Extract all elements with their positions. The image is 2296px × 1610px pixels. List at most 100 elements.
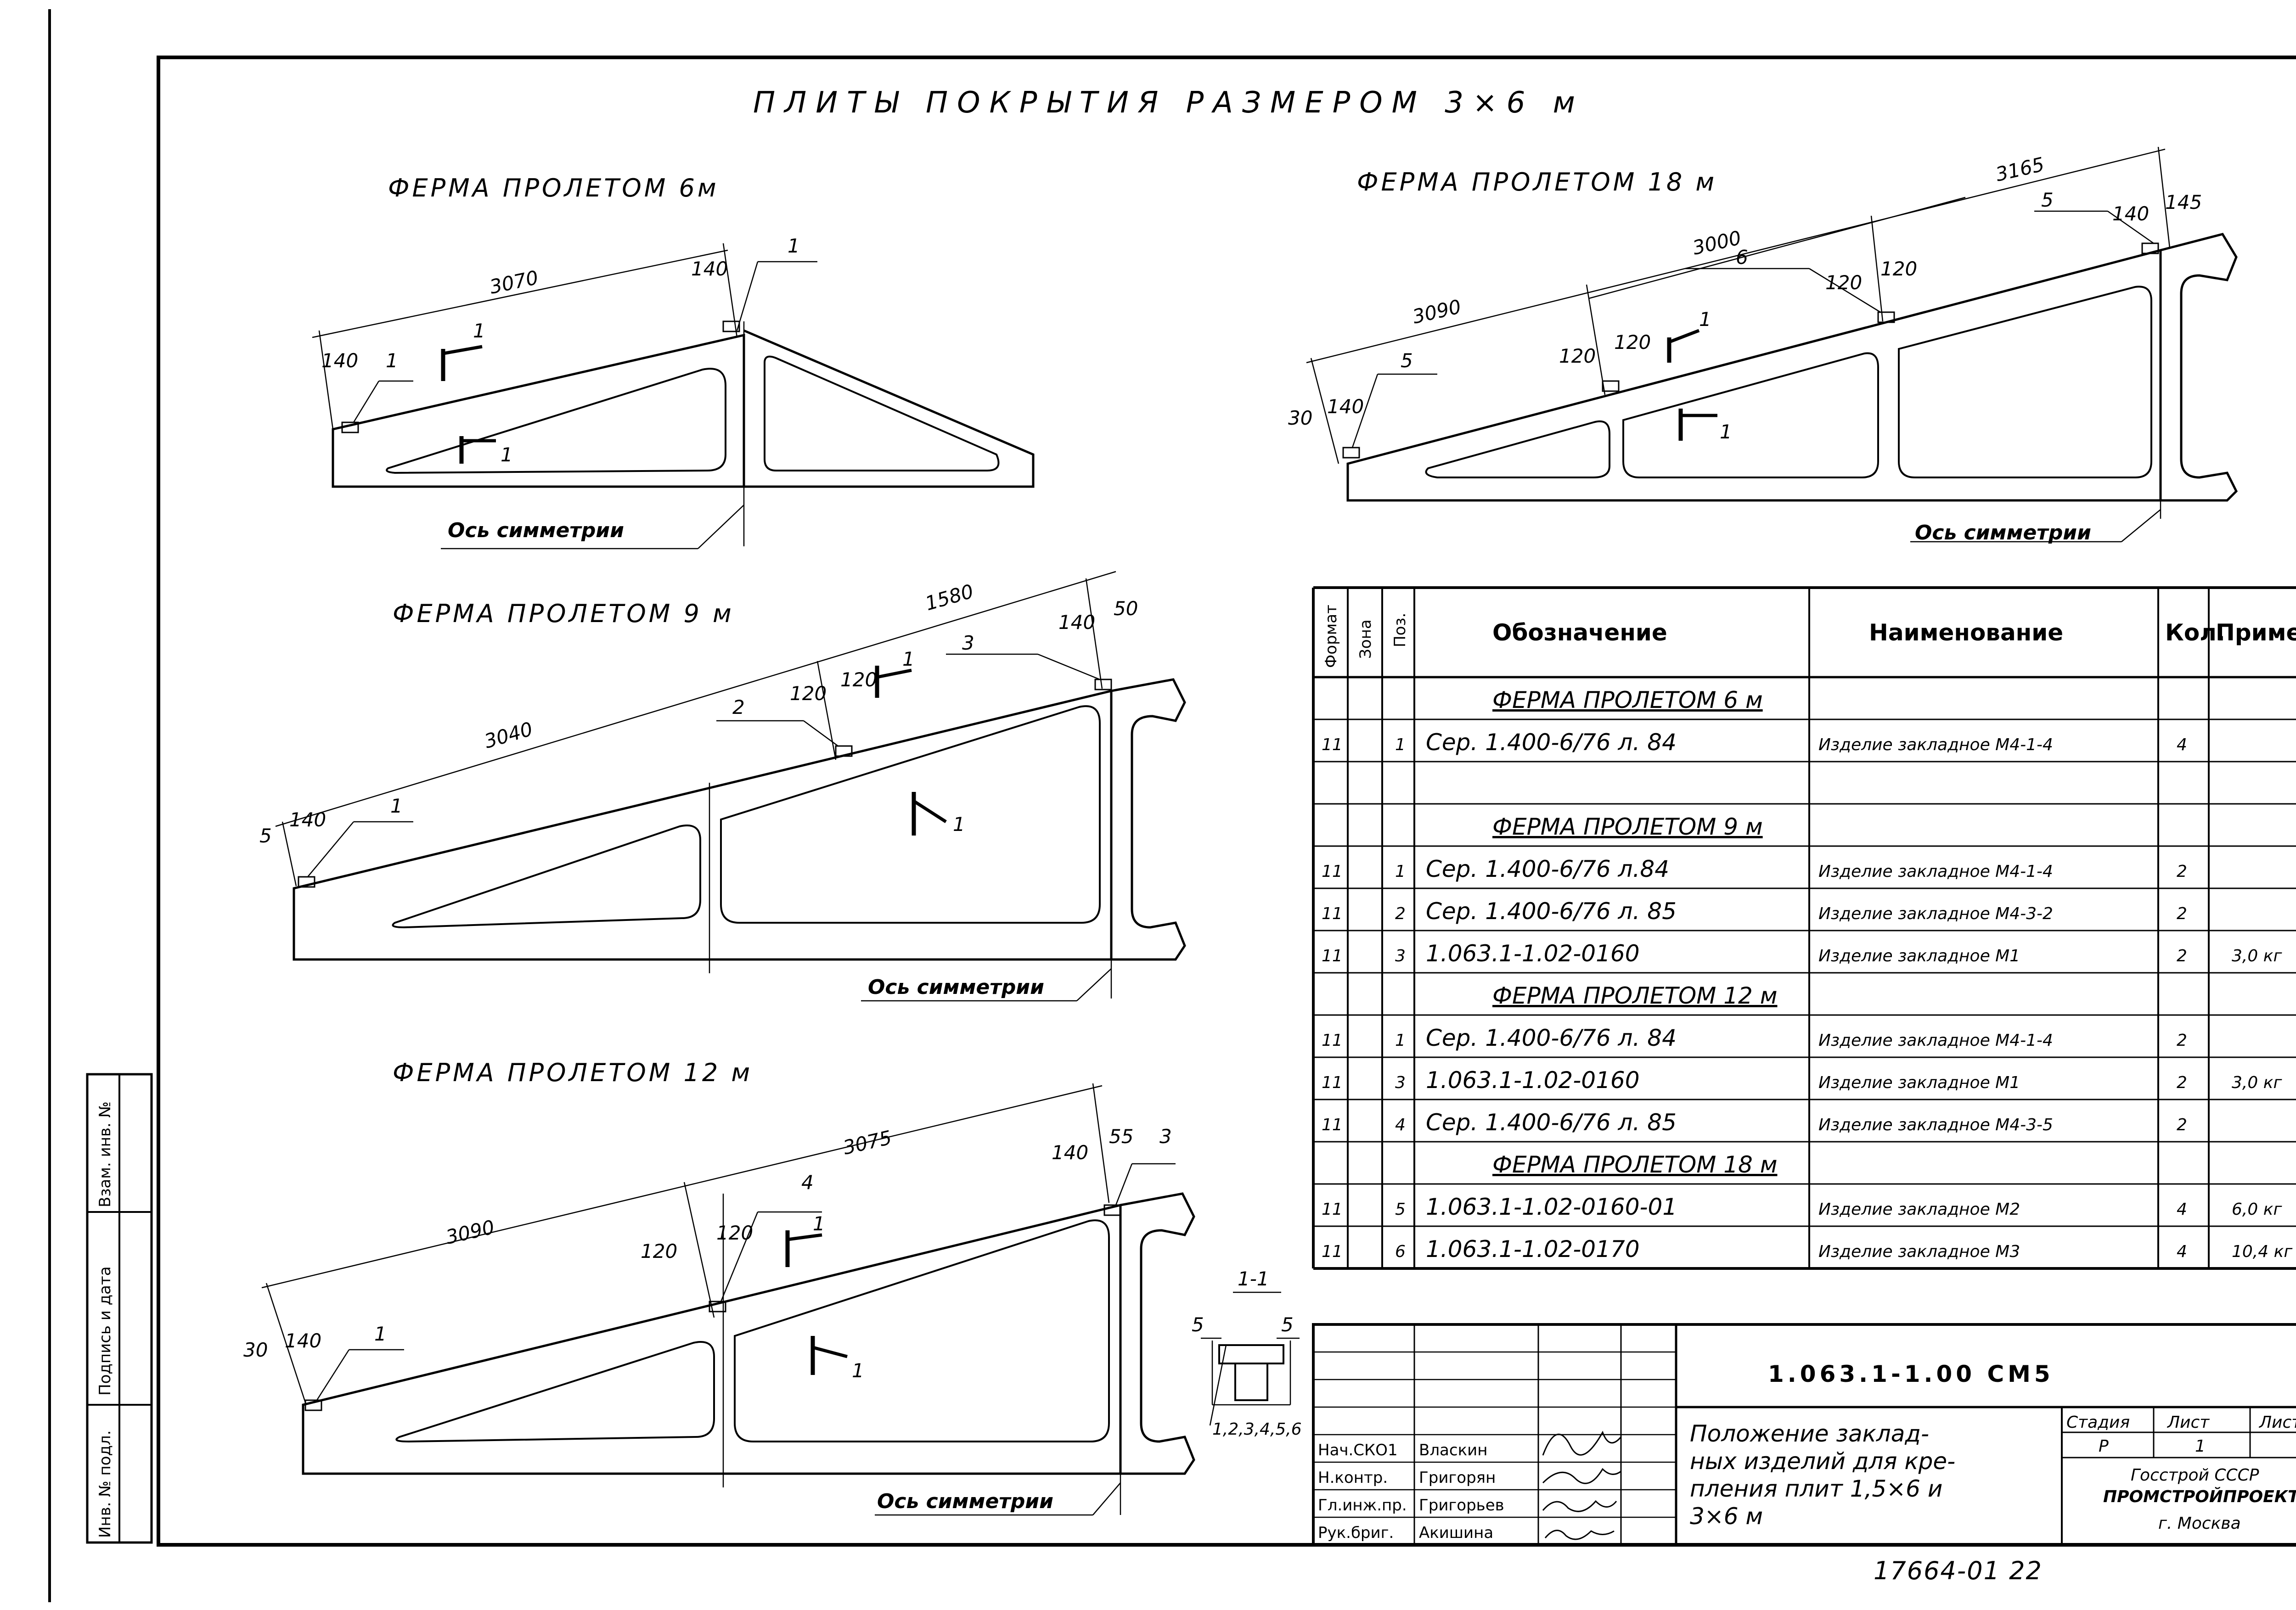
spec-cell-name: Изделие закладное М4-1-4 (1818, 1031, 2053, 1050)
truss-18m-dim-30: 30 (1288, 407, 1312, 429)
truss-9m-dim-1580: 1580 (923, 580, 976, 615)
truss-18m-dim-3090: 3090 (1410, 295, 1463, 328)
truss-6m-opening-1 (386, 368, 726, 474)
spec-group-title: ФЕРМА ПРОЛЕТОМ 6 м (1492, 687, 1763, 713)
truss-18m-opening-1 (1425, 420, 1610, 478)
truss-18m-opening-3 (1898, 286, 2152, 478)
truss-9m-dim-140l: 140 (289, 808, 326, 831)
stage-value: Р (2099, 1437, 2109, 1456)
truss-12m-dim-120a: 120 (641, 1240, 677, 1262)
spec-cell-name: Изделие закладное М4-1-4 (1818, 862, 2053, 881)
spec-cell-format: 11 (1322, 1031, 1343, 1050)
spec-cell-designation: 1.063.1-1.02-0160 (1426, 1067, 1640, 1094)
spec-cell-designation: 1.063.1-1.02-0170 (1426, 1236, 1640, 1262)
spec-cell-name: Изделие закладное М2 (1818, 1200, 2020, 1219)
footer-note: 17664-01 22 (1874, 1556, 2043, 1585)
sign-name-4: Акишина (1419, 1524, 1493, 1542)
spec-cell-note: 10,4 кг (2232, 1242, 2293, 1261)
stage-header: Стадия (2066, 1413, 2130, 1432)
spec-cell-pos: 5 (1395, 1200, 1406, 1219)
truss-12m-outline (302, 1203, 1122, 1475)
truss-9m-ridge (1111, 678, 1186, 961)
truss-9m: ФЕРМА ПРОЛЕТОМ 9 м Ось симметрии 1580 30… (259, 571, 1186, 1002)
sheet-value: 1 (2195, 1437, 2206, 1456)
spec-cell-format: 11 (1322, 904, 1343, 923)
truss-12m-opening-1 (395, 1341, 715, 1443)
spec-cell-designation: 1.063.1-1.02-0160 (1426, 940, 1640, 967)
spec-cell-qty: 2 (2177, 1116, 2187, 1134)
spec-cell-pos: 2 (1395, 904, 1406, 923)
spec-header-qty: Кол. (2165, 619, 2225, 646)
spec-cell-qty: 2 (2177, 947, 2187, 965)
spec-cell-designation: Сер. 1.400-6/76 л. 84 (1426, 1025, 1677, 1051)
spec-cell-qty: 2 (2177, 1073, 2187, 1092)
truss-18m-dim-120d: 120 (1880, 258, 1917, 280)
embedded-item-marker (1094, 679, 1112, 690)
spec-cell-format: 11 (1322, 1116, 1343, 1134)
sign-role-1: Нач.СКО1 (1318, 1441, 1398, 1459)
embedded-item-marker (304, 1399, 322, 1411)
truss-9m-opening-2 (720, 705, 1101, 924)
truss-9m-axis-label: Ось симметрии (868, 976, 1044, 999)
sign-role-2: Н.контр. (1318, 1469, 1388, 1487)
spec-cell-name: Изделие закладное М4-3-2 (1818, 904, 2053, 923)
truss-6m-pos-l: 1 (386, 349, 398, 372)
spec-cell-format: 11 (1322, 1200, 1343, 1219)
spec-group-title: ФЕРМА ПРОЛЕТОМ 18 м (1492, 1151, 1777, 1178)
sign-name-1: Власкин (1419, 1441, 1487, 1459)
spec-header-designation: Обозначение (1492, 619, 1667, 646)
spec-cell-name: Изделие закладное М1 (1818, 1073, 2020, 1092)
truss-18m-section-a: 1 (1699, 308, 1711, 331)
truss-18m-dim-140l: 140 (1327, 395, 1364, 418)
embedded-item-marker (1103, 1204, 1121, 1216)
sheet-header: Лист (2167, 1413, 2210, 1432)
spec-cell-pos: 4 (1395, 1116, 1406, 1134)
spec-cell-designation: Сер. 1.400-6/76 л. 85 (1426, 1109, 1677, 1136)
spec-cell-note: 3,0 кг (2232, 947, 2282, 965)
truss-6m-pos-r: 1 (788, 235, 800, 257)
truss-9m-section-a: 1 (902, 648, 915, 670)
embedded-item-marker (1342, 447, 1360, 459)
truss-6m-axis-label: Ось симметрии (448, 519, 624, 542)
truss-9m-pos-1: 1 (390, 795, 403, 817)
doc-title-2: ных изделий для кре- (1690, 1448, 1955, 1475)
truss-9m-dim-120a: 120 (790, 682, 827, 705)
org-line-1: Госстрой СССР (2131, 1466, 2259, 1485)
truss-12m-dim-140r: 140 (1052, 1141, 1088, 1164)
truss-12m-dim-120b: 120 (716, 1222, 753, 1244)
embedded-item-marker (722, 320, 740, 332)
truss-12m-opening-2 (734, 1219, 1110, 1442)
side-stamp: Инв. № подл. Подпись и дата Взам. инв. № (96, 1101, 114, 1538)
embedded-item-marker (1602, 380, 1620, 392)
spec-cell-qty: 2 (2177, 862, 2187, 881)
spec-cell-name: Изделие закладное М4-3-5 (1818, 1116, 2053, 1134)
truss-6m-label: ФЕРМА ПРОЛЕТОМ 6м (388, 174, 719, 202)
spec-cell-designation: Сер. 1.400-6/76 л. 85 (1426, 898, 1677, 925)
truss-9m-dim-5: 5 (259, 825, 272, 847)
spec-cell-format: 11 (1322, 862, 1343, 881)
org-line-2: ПРОМСТРОЙПРОЕКТ (2103, 1487, 2296, 1506)
section-label: 1-1 (1238, 1268, 1269, 1290)
truss-12m-dim-3075: 3075 (841, 1126, 894, 1159)
truss-18m-dim-120b: 120 (1614, 331, 1651, 353)
truss-12m-dim-140l: 140 (285, 1330, 321, 1352)
spec-cell-pos: 3 (1395, 1073, 1406, 1092)
truss-18m-pos-5l: 5 (1401, 349, 1413, 372)
embedded-item-marker (835, 745, 853, 757)
spec-group-title: ФЕРМА ПРОЛЕТОМ 12 м (1492, 982, 1777, 1009)
section-dim-left: 5 (1192, 1313, 1204, 1336)
spec-cell-pos: 1 (1395, 735, 1406, 754)
truss-12m-dim-55: 55 (1109, 1125, 1133, 1148)
sign-role-3: Гл.инж.пр. (1318, 1496, 1407, 1515)
truss-9m-dim-120b: 120 (840, 668, 877, 691)
truss-18m-opening-2 (1622, 352, 1879, 478)
spec-cell-name: Изделие закладное М1 (1818, 947, 2020, 965)
spec-cell-name: Изделие закладное М3 (1818, 1242, 2020, 1261)
spec-cell-pos: 1 (1395, 1031, 1406, 1050)
sheets-header: Листов (2258, 1413, 2296, 1432)
truss-9m-dim-50: 50 (1114, 597, 1138, 620)
truss-18m-pos-6: 6 (1736, 246, 1748, 269)
truss-18m-dim-140r: 140 (2112, 202, 2149, 225)
truss-6m-dim-plate-r: 140 (691, 258, 728, 280)
side-stamp-sign: Подпись и дата (96, 1266, 114, 1396)
